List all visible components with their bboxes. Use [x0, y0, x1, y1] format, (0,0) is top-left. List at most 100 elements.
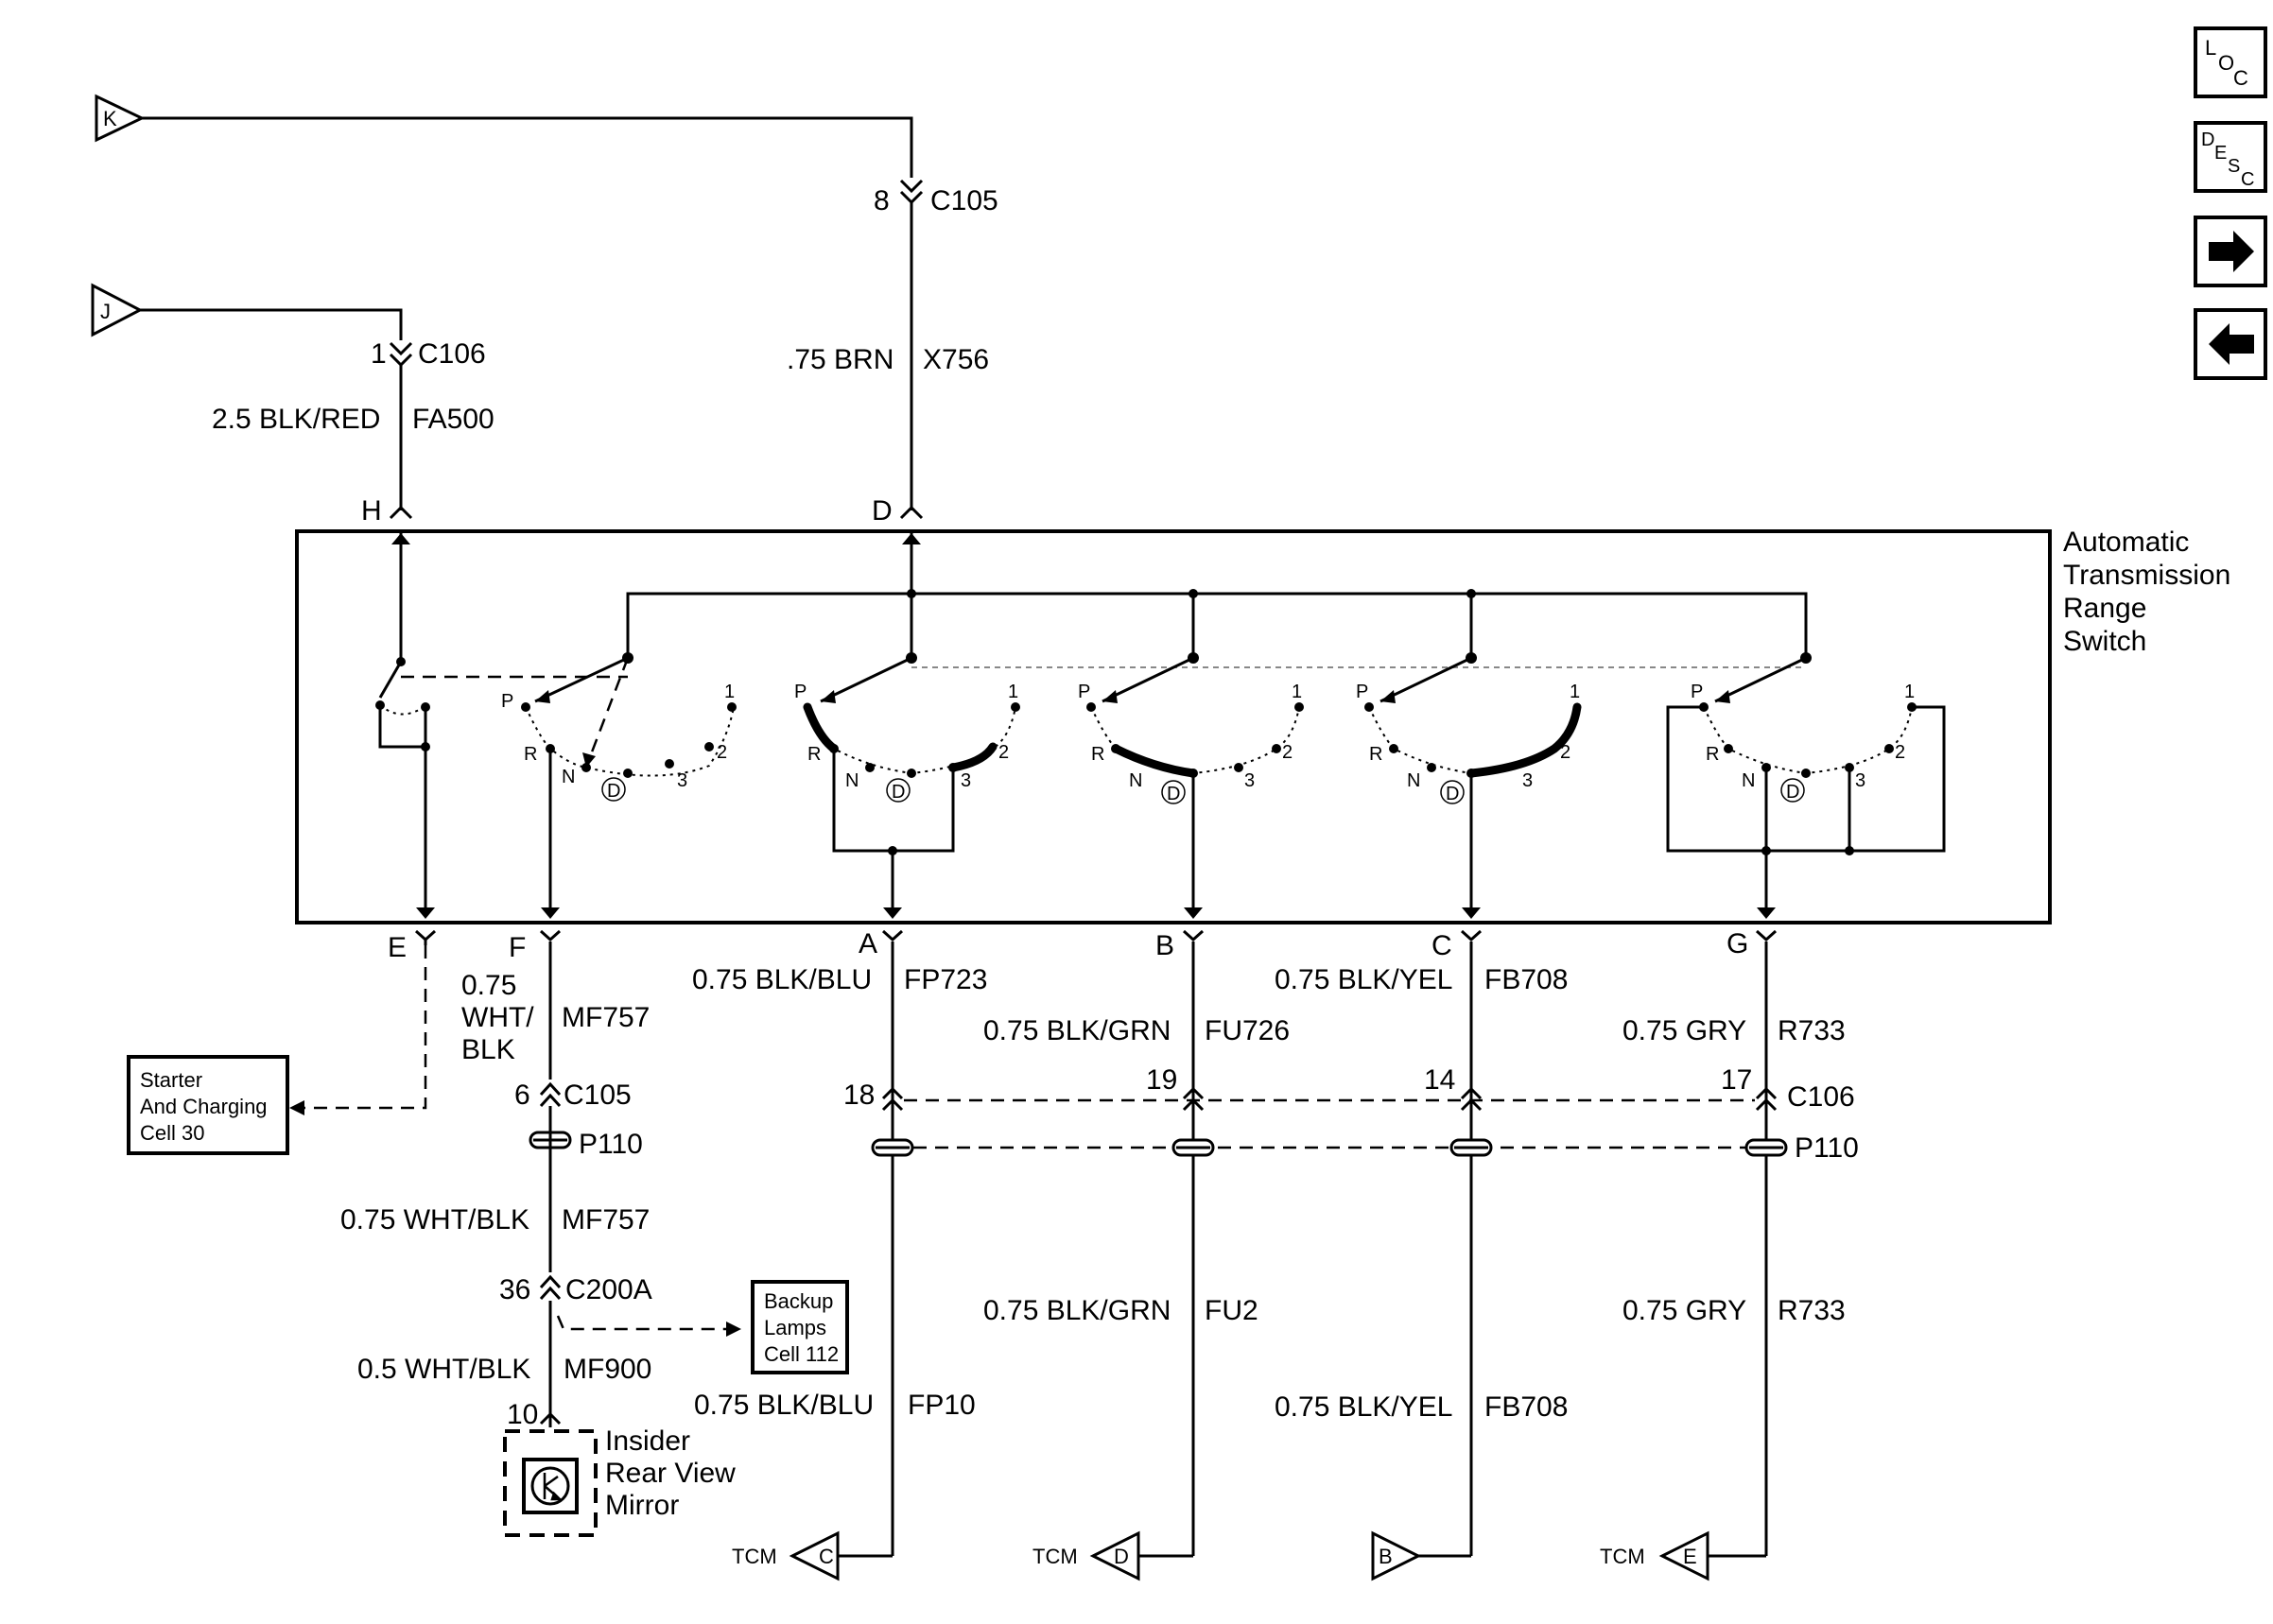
fu2-circuit: FU2: [1205, 1295, 1258, 1326]
c106-top-connector-icon: [389, 341, 413, 368]
s3-pos-3: 3: [1244, 770, 1255, 791]
mf757-lower-circuit: MF757: [562, 1204, 650, 1235]
input-j: J: [91, 283, 144, 337]
s3-pos-p: P: [1078, 682, 1090, 702]
r733-upper-circuit: R733: [1778, 1015, 1846, 1046]
switch-title-4: Switch: [2063, 626, 2146, 657]
fb708-lower-gauge: 0.75 BLK/YEL: [1275, 1391, 1452, 1423]
arrow-left-icon: [2209, 323, 2254, 365]
input-k-letter: K: [103, 107, 117, 130]
s5-pos-3: 3: [1855, 770, 1865, 791]
mf900-circuit: MF900: [564, 1354, 651, 1385]
loc-o: O: [2218, 51, 2234, 75]
c105-f-name: C105: [564, 1080, 632, 1111]
output-e-tcm: TCM: [1600, 1545, 1645, 1568]
c105-top-name: C105: [930, 185, 998, 216]
pin-f-connector-icon: [539, 929, 562, 942]
s4-pos-1: 1: [1570, 682, 1580, 702]
loc-button[interactable]: L O C: [2194, 26, 2267, 98]
switch-box: [295, 529, 2052, 924]
s1-pos-1: 1: [724, 682, 735, 702]
fb708-lower-circuit: FB708: [1484, 1391, 1568, 1423]
backup-lamps-reference[interactable]: [751, 1280, 849, 1374]
switch-title-3: Range: [2063, 593, 2146, 624]
mf757-upper-gauge-1: 0.75: [461, 970, 516, 1001]
fa500-gauge: 2.5 BLK/RED: [212, 404, 380, 435]
c106-top-pin: 1: [371, 338, 387, 370]
arrow-right-icon: [2209, 231, 2254, 272]
mf757-lower-gauge: 0.75 WHT/BLK: [340, 1204, 529, 1235]
s1-pos-d: D: [607, 781, 620, 802]
fb708-upper-circuit: FB708: [1484, 964, 1568, 995]
mirror-pin: 10: [507, 1399, 538, 1430]
fp10-circuit: FP10: [908, 1390, 976, 1421]
s1-pos-2: 2: [717, 742, 727, 763]
desc-e: E: [2214, 143, 2227, 164]
fu2-gauge: 0.75 BLK/GRN: [983, 1295, 1171, 1326]
desc-button[interactable]: D E S C: [2194, 121, 2267, 193]
s1-pos-n: N: [562, 767, 575, 787]
c106-row-connector-icons: [881, 1086, 1778, 1112]
output-d-letter: D: [1114, 1545, 1129, 1568]
starter-line-3: Cell 30: [140, 1121, 204, 1145]
fb708-upper-gauge: 0.75 BLK/YEL: [1275, 964, 1452, 995]
s2-pos-d: D: [892, 782, 905, 803]
s3-pos-d: D: [1167, 784, 1180, 804]
output-d-tcm: TCM: [1032, 1545, 1078, 1568]
s3-pos-r: R: [1091, 744, 1104, 765]
s4-pos-p: P: [1356, 682, 1368, 702]
pin-b-connector-icon: [1182, 929, 1205, 942]
input-k: K: [95, 94, 146, 143]
loc-c: C: [2233, 66, 2248, 90]
s5-pos-p: P: [1691, 682, 1703, 702]
output-c-arrow: [789, 1530, 840, 1581]
mirror-pin-connector-icon: [539, 1411, 562, 1425]
c106-pin-14: 14: [1424, 1064, 1455, 1096]
output-b-letter: B: [1379, 1545, 1393, 1568]
s1-pos-3: 3: [677, 770, 687, 791]
pin-h-connector-icon: [389, 505, 413, 520]
c105-f-pin: 6: [514, 1080, 530, 1111]
s4-pos-d: D: [1446, 784, 1459, 804]
pin-d-label: D: [872, 495, 893, 527]
switch-title-2: Transmission: [2063, 560, 2230, 591]
fa500-circuit: FA500: [412, 404, 495, 435]
starter-charging-reference[interactable]: [127, 1055, 289, 1155]
pin-a-connector-icon: [881, 929, 904, 942]
s2-pos-n: N: [845, 770, 859, 791]
back-button[interactable]: [2194, 308, 2267, 380]
forward-button[interactable]: [2194, 216, 2267, 287]
s5-pos-d: D: [1786, 782, 1799, 803]
bottom-pins: E F A B C G: [388, 928, 1778, 963]
s4-pos-2: 2: [1560, 742, 1570, 763]
c105-top-connector-icon: [899, 179, 924, 205]
c106-top-name: C106: [418, 338, 486, 370]
s2-pos-p: P: [794, 682, 807, 702]
fu726-circuit: FU726: [1205, 1015, 1290, 1046]
c106-pin-18: 18: [843, 1080, 875, 1111]
backup-line-2: Lamps: [764, 1316, 826, 1339]
s3-pos-2: 2: [1282, 742, 1293, 763]
s5-pos-r: R: [1706, 744, 1719, 765]
s4-pos-3: 3: [1522, 770, 1533, 791]
pin-c-label: C: [1431, 930, 1452, 961]
c200a-connector-icon: [539, 1274, 562, 1301]
r733-upper-gauge: 0.75 GRY: [1622, 1015, 1746, 1046]
mirror-line-1: Insider: [605, 1425, 690, 1457]
s4-pos-r: R: [1369, 744, 1382, 765]
pin-h-label: H: [361, 495, 382, 527]
s2-pos-1: 1: [1008, 682, 1018, 702]
s1-pos-r: R: [524, 744, 537, 765]
p110-f-connector-icon: [529, 1131, 572, 1149]
mirror-line-3: Mirror: [605, 1490, 679, 1521]
pin-g-connector-icon: [1755, 929, 1778, 942]
desc-c: C: [2241, 169, 2254, 190]
p110-f-label: P110: [579, 1129, 643, 1160]
s3-pos-n: N: [1129, 770, 1142, 791]
pin-f-label: F: [509, 932, 526, 963]
s3-pos-1: 1: [1292, 682, 1302, 702]
output-e-arrow: [1658, 1530, 1709, 1581]
c200a-name: C200A: [565, 1274, 652, 1305]
output-d-arrow: [1089, 1530, 1140, 1581]
